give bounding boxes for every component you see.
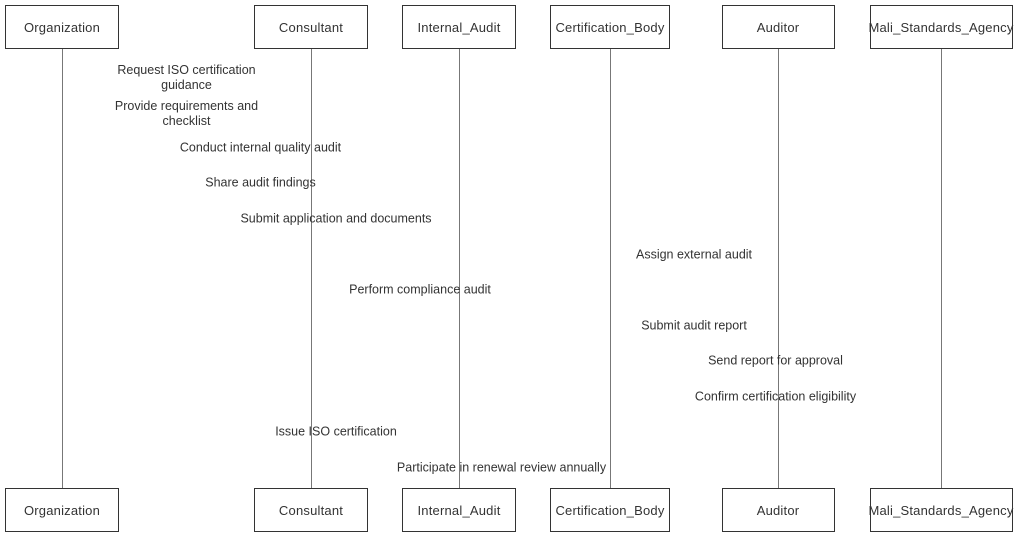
- actor-label: Organization: [23, 19, 101, 35]
- actor-label: Certification_Body: [555, 19, 665, 35]
- actor-box-bottom-organization: Organization: [5, 488, 119, 532]
- message-label: Submit application and documents: [240, 211, 432, 226]
- message-label: Share audit findings: [205, 175, 316, 190]
- lifeline-auditor: [778, 49, 779, 488]
- actor-box-top-mali_standards_agency: Mali_Standards_Agency: [868, 5, 1014, 49]
- actor-label: Certification_Body: [555, 502, 665, 518]
- actor-label: Internal_Audit: [417, 502, 501, 518]
- actor-label: Mali_Standards_Agency: [868, 19, 1014, 35]
- message-label: Request ISO certification guidance: [117, 63, 256, 92]
- actor-box-top-internal_audit: Internal_Audit: [402, 5, 516, 49]
- actor-label: Mali_Standards_Agency: [868, 502, 1014, 518]
- actor-box-top-auditor: Auditor: [721, 5, 835, 49]
- message-label: Issue ISO certification: [275, 424, 397, 439]
- actor-label: Auditor: [756, 502, 800, 518]
- lifeline-mali_standards_agency: [941, 49, 942, 488]
- message-label: Assign external audit: [635, 247, 753, 262]
- message-label: Provide requirements and checklist: [114, 99, 259, 128]
- message-label: Send report for approval: [708, 353, 843, 368]
- message-label: Perform compliance audit: [349, 282, 491, 297]
- lifeline-consultant: [311, 49, 312, 488]
- message-label: Conduct internal quality audit: [179, 140, 342, 155]
- actor-box-top-consultant: Consultant: [254, 5, 368, 49]
- actor-box-top-certification_body: Certification_Body: [550, 5, 670, 49]
- actor-label: Auditor: [756, 19, 800, 35]
- actor-box-top-organization: Organization: [5, 5, 119, 49]
- actor-box-bottom-mali_standards_agency: Mali_Standards_Agency: [868, 488, 1014, 532]
- message-label: Submit audit report: [641, 318, 747, 333]
- lifeline-certification_body: [610, 49, 611, 488]
- actor-label: Internal_Audit: [417, 19, 501, 35]
- message-label: Confirm certification eligibility: [694, 389, 857, 404]
- message-label: Participate in renewal review annually: [396, 460, 607, 475]
- actor-label: Organization: [23, 502, 101, 518]
- actor-box-bottom-certification_body: Certification_Body: [550, 488, 670, 532]
- lifeline-internal_audit: [459, 49, 460, 488]
- lifeline-organization: [62, 49, 63, 488]
- actor-label: Consultant: [278, 19, 344, 35]
- actor-box-bottom-consultant: Consultant: [254, 488, 368, 532]
- actor-box-bottom-auditor: Auditor: [721, 488, 835, 532]
- actor-box-bottom-internal_audit: Internal_Audit: [402, 488, 516, 532]
- actor-label: Consultant: [278, 502, 344, 518]
